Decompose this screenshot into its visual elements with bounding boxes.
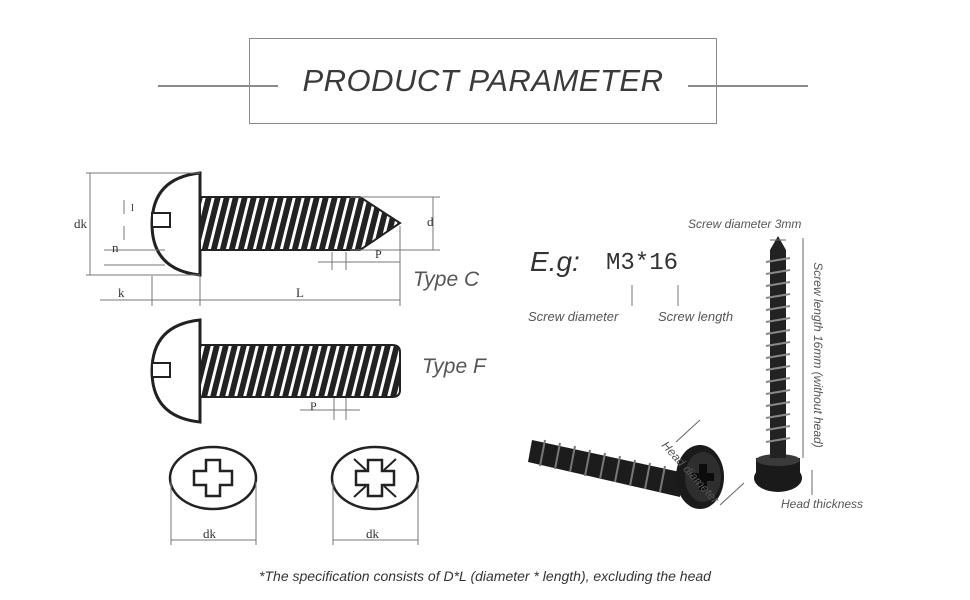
type-f-thread [199,344,401,398]
header-right-rule [688,85,808,87]
type-f-slot [151,362,171,378]
example-prefix: E.g: [530,246,580,277]
type-f-dimensions [300,398,360,420]
dim-p-f: P [310,399,317,413]
head-view-right [330,445,420,545]
head-view-left [168,445,258,545]
vertical-screw-photo [754,236,802,492]
dim-k: k [118,285,125,300]
horizontal-screw-photo [528,419,745,509]
dim-l-small: l [131,202,135,214]
header-left-rule [158,85,278,87]
type-f-label: Type F [422,355,486,378]
type-c-thread [199,196,402,251]
dim-d: d [427,214,434,229]
footnote: *The specification consists of D*L (diam… [259,568,711,584]
dim-L: L [296,285,304,300]
head-dk-left: dk [203,526,216,541]
vertical-screw-dimensions [770,238,813,495]
page-title: PRODUCT PARAMETER [302,63,664,98]
type-c-label: Type C [413,268,480,291]
header-frame [249,38,717,124]
type-c-dimensions [86,172,440,306]
head-dk-right: dk [366,526,379,541]
screw-diameter-label: Screw diameter 3mm [688,217,802,231]
type-c-screw [150,171,402,277]
example-diameter-label: Screw diameter [528,309,619,324]
dim-p-c: P [375,247,382,261]
example-length-label: Screw length [658,309,734,324]
example-leaders [631,285,679,306]
dim-n: n [112,240,119,255]
type-f-screw [150,318,401,424]
example-spec: M3*16 [606,250,679,277]
type-c-slot [151,212,171,228]
dim-dk: dk [74,216,87,231]
head-thickness-label: Head thickness [781,497,864,511]
